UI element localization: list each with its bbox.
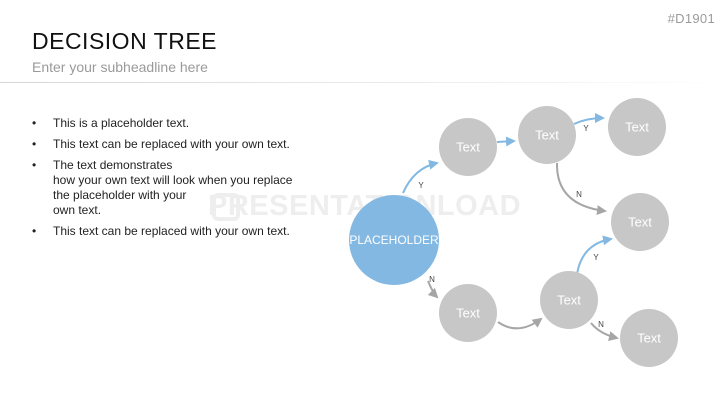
no-arrow-root-to-node5 [427, 280, 439, 299]
root-node: PLACEHOLDER [349, 195, 439, 285]
bullet-item: This text can be replaced with your own … [32, 137, 322, 152]
svg-text:Text: Text [456, 140, 480, 155]
bullet-text: This text can be replaced with your own … [53, 137, 290, 151]
svg-text:PLACEHOLDER: PLACEHOLDER [349, 233, 439, 247]
page-subtitle: Enter your subheadline here [32, 59, 208, 75]
edge-label-no: N [429, 275, 435, 284]
svg-text:Text: Text [625, 120, 649, 135]
bullet-item: The text demonstrates how your own text … [32, 158, 322, 218]
decision-node: Text [439, 118, 497, 176]
decision-node: Text [540, 271, 598, 329]
svg-text:Text: Text [557, 293, 581, 308]
edge-label-yes: Y [418, 181, 424, 190]
svg-text:Text: Text [535, 128, 559, 143]
edge-label-yes: Y [593, 253, 599, 262]
bullet-text: The text demonstrates how your own text … [53, 158, 293, 217]
decision-node: Text [620, 309, 678, 367]
edge-label-no: N [576, 190, 582, 199]
edge-label-no: N [598, 320, 604, 329]
bullet-item: This is a placeholder text. [32, 116, 322, 131]
decision-node: Text [611, 193, 669, 251]
slide-code: #D1901 [667, 11, 715, 26]
no-arrow-node6-to-node8 [590, 322, 619, 342]
no-arrow-node5-to-node6 [497, 317, 543, 330]
yes-arrow-node1-to-node2 [496, 136, 516, 147]
header-divider [0, 82, 727, 83]
page-title: DECISION TREE [32, 28, 217, 54]
svg-text:Text: Text [628, 215, 652, 230]
yes-arrow-root-to-node1 [402, 159, 439, 194]
bullet-list: This is a placeholder text. This text ca… [32, 116, 322, 245]
yes-arrow-node2-to-node3 [573, 113, 605, 125]
bullet-text: This text can be replaced with your own … [53, 224, 290, 238]
svg-text:Text: Text [637, 331, 661, 346]
svg-text:Text: Text [456, 306, 480, 321]
decision-node: Text [518, 106, 576, 164]
bullet-text: This is a placeholder text. [53, 116, 190, 130]
bullet-item: This text can be replaced with your own … [32, 224, 322, 239]
edge-label-yes: Y [583, 124, 589, 133]
yes-arrow-node6-to-node7 [576, 235, 613, 275]
decision-node: Text [439, 284, 497, 342]
no-arrow-node2-to-node4 [555, 162, 607, 215]
decision-node: Text [608, 98, 666, 156]
